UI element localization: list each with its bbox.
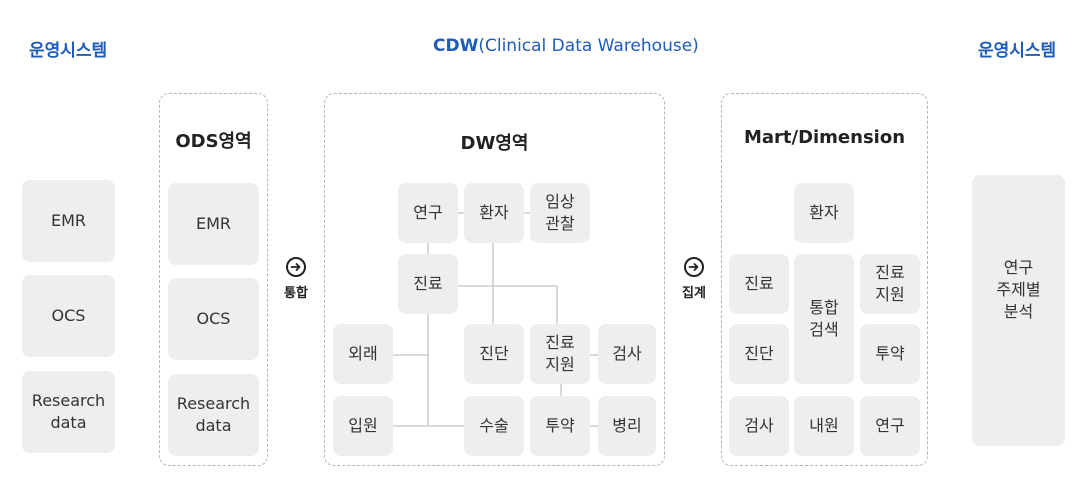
ods-research-box: Research data — [168, 374, 259, 456]
mart-medication-box: 투약 — [860, 324, 920, 384]
dw-outpatient-box: 외래 — [333, 324, 393, 384]
left-emr-box: EMR — [22, 180, 115, 262]
integrate-arrow: 통합 — [283, 257, 309, 301]
left-system-header: 운영시스템 — [29, 41, 108, 61]
mart-integrated-search-box: 통합 검색 — [794, 254, 854, 384]
dw-diagnosis-box: 진단 — [464, 324, 524, 384]
right-system-header: 운영시스템 — [978, 41, 1057, 61]
mart-support-box: 진료 지원 — [860, 254, 920, 314]
cdw-header-strong: CDW — [433, 36, 479, 56]
dw-admission-box: 입원 — [333, 396, 393, 456]
ods-emr-box: EMR — [168, 183, 259, 265]
mart-inpatient-box: 내원 — [794, 396, 854, 456]
mart-area — [721, 93, 928, 466]
ods-ocs-box: OCS — [168, 278, 259, 360]
left-research-box: Research data — [22, 371, 115, 453]
integrate-label: 통합 — [284, 286, 308, 301]
mart-treatment-box: 진료 — [729, 254, 789, 314]
dw-research-box: 연구 — [398, 183, 458, 243]
mart-patient-box: 환자 — [794, 183, 854, 243]
mart-title: Mart/Dimension — [743, 127, 906, 148]
left-ocs-box: OCS — [22, 275, 115, 357]
dw-surgery-box: 수술 — [464, 396, 524, 456]
dw-title: DW영역 — [460, 133, 529, 154]
aggregate-label: 집계 — [682, 286, 706, 301]
dw-pathology-box: 병리 — [598, 396, 656, 456]
cdw-header: CDW(Clinical Data Warehouse) — [433, 36, 699, 56]
arrow-right-circle-icon — [684, 257, 704, 277]
ods-area — [159, 93, 268, 466]
mart-diagnosis-box: 진단 — [729, 324, 789, 384]
dw-exam-box: 검사 — [598, 324, 656, 384]
arrow-right-circle-icon — [286, 257, 306, 277]
dw-treatment-box: 진료 — [398, 254, 458, 314]
dw-observation-box: 임상 관찰 — [530, 183, 590, 243]
mart-research-box: 연구 — [860, 396, 920, 456]
dw-patient-box: 환자 — [464, 183, 524, 243]
right-analysis-box: 연구 주제별 분석 — [972, 175, 1065, 446]
dw-area — [324, 93, 665, 466]
ods-title: ODS영역 — [175, 131, 252, 152]
mart-exam-box: 검사 — [729, 396, 789, 456]
aggregate-arrow: 집계 — [681, 257, 707, 301]
cdw-header-rest: (Clinical Data Warehouse) — [478, 36, 699, 56]
dw-support-box: 진료 지원 — [530, 324, 590, 384]
dw-medication-box: 투약 — [530, 396, 590, 456]
